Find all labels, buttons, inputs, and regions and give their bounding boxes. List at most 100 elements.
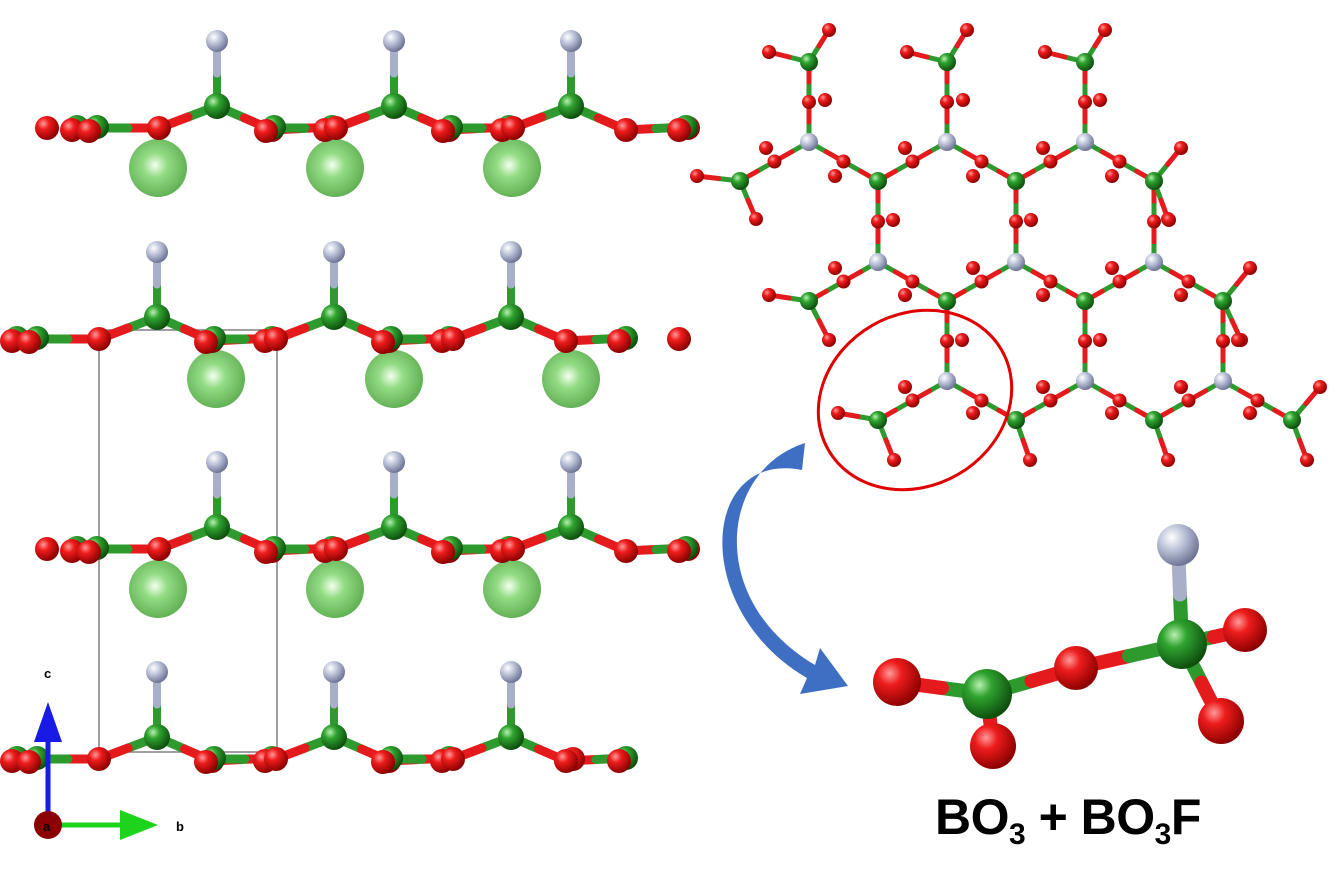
oxygen-atom [1093,93,1107,107]
oxygen-atom [1078,95,1092,109]
oxygen-atom [1223,608,1267,652]
oxygen-atom [667,327,691,351]
oxygen-atom [1300,453,1314,467]
oxygen-atom [974,274,989,289]
oxygen-atom [836,154,851,169]
layered-side-view [0,30,700,774]
boron-atom [144,724,170,750]
oxygen-atom [1038,45,1052,59]
oxygen-atom [1036,380,1050,394]
axis-c-label: c [44,666,51,681]
fluorine-atom [800,133,818,151]
oxygen-atom [956,93,970,107]
oxygen-atom [667,118,691,142]
oxygen-atom [501,116,525,140]
structure-layer [35,451,700,618]
fluorine-atom [869,253,887,271]
oxygen-atom [1174,380,1188,394]
boron-atom [558,514,584,540]
boron-atom [321,304,347,330]
oxygen-atom [1023,453,1037,467]
boron-atom [381,514,407,540]
oxygen-atom [1243,261,1257,275]
oxygen-atom [17,330,41,354]
oxygen-atom [501,537,525,561]
oxygen-atom [60,118,84,142]
formula-label: BO3 + BO3F [935,789,1201,851]
oxygen-atom [147,116,171,140]
oxygen-atom [1174,141,1188,155]
oxygen-atom [1093,333,1107,347]
oxygen-atom [254,540,278,564]
axis-a-label: a [43,819,51,834]
oxygen-atom [802,95,816,109]
oxygen-atom [324,116,348,140]
oxygen-atom [690,169,704,183]
oxygen-atom [1043,274,1058,289]
oxygen-atom [828,261,842,275]
oxygen-atom [900,45,914,59]
oxygen-atom [264,747,288,771]
oxygen-atom [1198,698,1244,744]
boron-atom [1145,172,1163,190]
oxygen-atom [1162,213,1176,227]
oxygen-atom [940,334,954,348]
structure-layer [35,30,700,197]
fluorine-atom [560,451,582,473]
oxygen-atom [554,329,578,353]
oxygen-atom [759,141,773,155]
fluorine-atom [1076,372,1094,390]
oxygen-atom [960,23,974,37]
cation-atom [187,350,245,408]
oxygen-atom [441,747,465,771]
oxygen-atom [371,330,395,354]
fluorine-atom [1007,253,1025,271]
oxygen-atom [87,747,111,771]
oxygen-atom [828,169,842,183]
boron-atom [321,724,347,750]
oxygen-atom [441,327,465,351]
boron-atom [204,93,230,119]
oxygen-atom [898,288,912,302]
highlight-ellipse [816,308,1014,492]
fluorine-atom [1214,372,1232,390]
oxygen-atom [831,406,845,420]
fluorine-atom [146,661,168,683]
fluorine-atom [383,451,405,473]
cation-atom [483,139,541,197]
boron-atom [558,93,584,119]
oxygen-atom [1231,333,1245,347]
oxygen-atom [940,95,954,109]
fluorine-atom [1145,253,1163,271]
oxygen-atom [0,749,24,773]
oxygen-atom [871,214,885,229]
oxygen-atom [966,169,980,183]
oxygen-atom [431,119,455,143]
structure-layer [0,661,638,774]
oxygen-atom [614,539,638,563]
oxygen-atom [194,750,218,774]
oxygen-atom [1009,214,1023,229]
boron-atom [1283,411,1301,429]
oxygen-atom [1181,274,1196,289]
cation-atom [483,560,541,618]
boron-atom [1076,53,1094,71]
oxygen-atom [898,141,912,155]
boron-atom [962,669,1012,719]
fluorine-atom [500,661,522,683]
oxygen-atom [886,213,900,227]
oxygen-atom [607,329,631,353]
cation-atom [306,139,364,197]
oxygen-atom [905,274,920,289]
boron-atom [869,411,887,429]
oxygen-atom [822,333,836,347]
boron-atom [1157,619,1207,669]
oxygen-atom [554,749,578,773]
oxygen-atom [818,93,832,107]
boron-atom [938,53,956,71]
boron-atom [1076,292,1094,310]
oxygen-atom [614,118,638,142]
boron-atom [498,724,524,750]
fluorine-atom [383,30,405,52]
boron-atom [800,292,818,310]
